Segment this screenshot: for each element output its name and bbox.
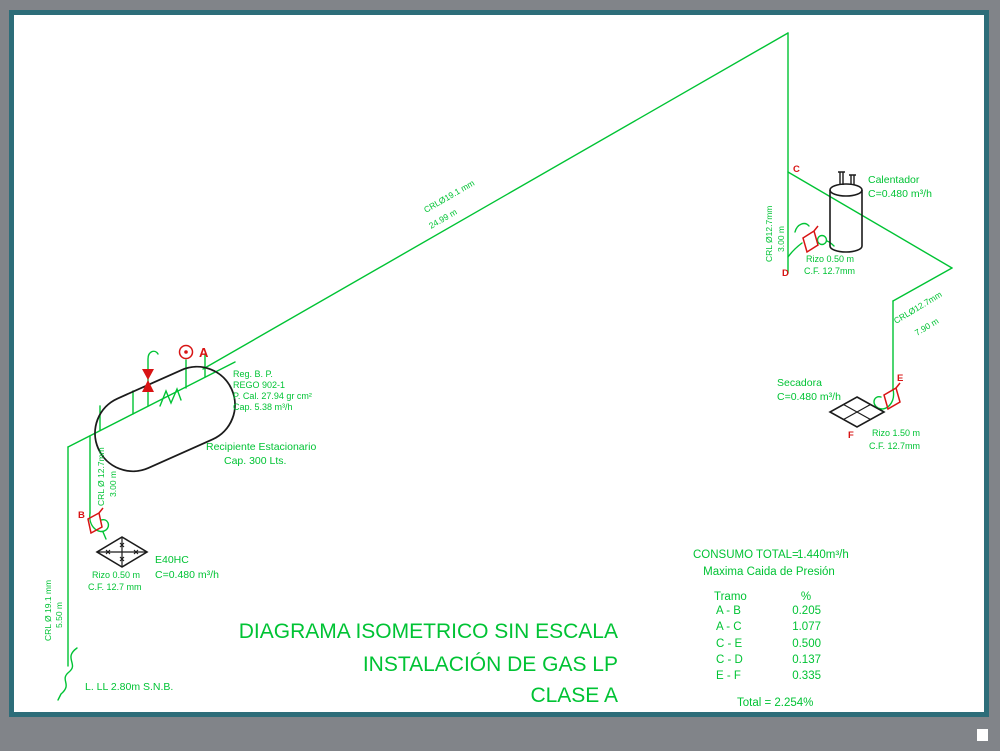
red-fittings (87, 225, 901, 535)
rizo-calentador-l2: C.F. 12.7mm (804, 266, 855, 276)
estufa-name: E40HC (155, 554, 189, 566)
tank-label-1: Recipiente Estacionario (206, 441, 316, 453)
calentador-consumption: C=0.480 m³/h (868, 188, 932, 200)
table-row-tramo: C - D (716, 654, 743, 666)
table-row-pct: 1.077 (792, 621, 821, 633)
rizo-estufa-l1: Rizo 0.50 m (92, 570, 140, 580)
table-row-tramo: A - C (716, 621, 742, 633)
rizo-calentador-icon (802, 225, 819, 254)
pipe-tank-manifold (67, 361, 236, 448)
table-row-pct: 0.205 (792, 605, 821, 617)
column-header-tramo: Tramo (714, 591, 747, 603)
calentador-cylinder (829, 171, 863, 253)
caida-presion-subtitle: Maxima Caida de Presión (703, 566, 835, 578)
table-row-tramo: A - B (716, 605, 741, 617)
tank-zigzag (159, 387, 182, 407)
secadora-name: Secadora (777, 377, 822, 389)
drawing-title-line2: INSTALACIÓN DE GAS LP (363, 653, 618, 676)
marker-e: E (897, 373, 903, 384)
pipe-estufa-drop-label-1: CRL Ø 12.7mm (96, 447, 106, 506)
rizo-estufa-icon (87, 507, 104, 535)
pipe-main-run (202, 32, 789, 370)
regulator-label-2: REGO 902-1 (233, 380, 285, 390)
estufa-consumption: C=0.480 m³/h (155, 569, 219, 581)
pipe-calentador-drop-label-2: 3.00 m (776, 226, 786, 252)
pipe-estufa-rizo-loop (89, 512, 110, 540)
secadora-symbol (828, 396, 886, 428)
tank-riser-valve (147, 350, 159, 407)
table-row-tramo: C - E (716, 638, 743, 650)
regulator-label-3: P. Cal. 27.94 gr cm² (233, 391, 312, 401)
drawing-title-line1: DIAGRAMA ISOMETRICO SIN ESCALA (239, 620, 618, 643)
rizo-secadora-l2: C.F. 12.7mm (869, 441, 920, 451)
pipe-left-riser-label-1: CRL Ø 19.1 mm (43, 580, 53, 641)
calentador-union-circle (816, 234, 828, 246)
estufa-symbol (95, 536, 149, 568)
pipe-branch-diagonal (787, 171, 953, 269)
drawing-sheet (9, 10, 989, 717)
rizo-secadora-l1: Rizo 1.50 m (872, 428, 920, 438)
marker-d: D (782, 268, 789, 279)
rizo-secadora-icon (883, 382, 901, 411)
ground-level-label: L. LL 2.80m S.N.B. (85, 681, 173, 693)
marker-a: A (199, 345, 209, 360)
secadora-consumption: C=0.480 m³/h (777, 391, 841, 403)
table-row-pct: 0.500 (792, 638, 821, 650)
consumo-total-label: CONSUMO TOTAL= (693, 549, 799, 561)
pressure-gauge-icon (178, 344, 194, 360)
table-row-pct: 0.137 (792, 654, 821, 666)
calentador-name: Calentador (868, 174, 920, 186)
regulator-label-1: Reg. B. P. (233, 369, 273, 379)
table-total-line: Total = 2.254% (737, 697, 813, 709)
drawing-title-line3: CLASE A (530, 684, 618, 707)
pipe-calentador-drop-label-1: CRL Ø12.7mm (764, 206, 774, 262)
column-header-pct: % (801, 591, 811, 603)
tank-label-2: Cap. 300 Lts. (224, 455, 286, 467)
pipe-left-riser-label-2: 5.50 m (54, 602, 64, 628)
stationary-tank (94, 365, 236, 473)
pipe-branch-label-2: 7.90 m (913, 316, 940, 338)
consumo-total-value: 1.440m³/h (797, 549, 849, 561)
consumption-rows: A - B 0.205 A - C 1.077 C - E 0.500 C - … (716, 605, 821, 682)
marker-b: B (78, 510, 85, 521)
table-row-pct: 0.335 (792, 670, 821, 682)
marker-c: C (793, 164, 800, 175)
corner-chip (977, 729, 988, 741)
rizo-estufa-l2: C.F. 12.7 mm (88, 582, 142, 592)
pipe-estufa-drop-label-2: 3.00 m (108, 471, 118, 497)
regulator-label-4: Cap. 5.38 m³/h (233, 402, 293, 412)
pipe-break-squiggle (57, 647, 78, 701)
rizo-calentador-l1: Rizo 0.50 m (806, 254, 854, 264)
valve-bowtie-icon (142, 369, 154, 392)
marker-f: F (848, 430, 854, 441)
pipe-calentador-connect (787, 222, 835, 258)
pipe-branch-elbow (892, 267, 953, 302)
table-row-tramo: E - F (716, 670, 741, 682)
